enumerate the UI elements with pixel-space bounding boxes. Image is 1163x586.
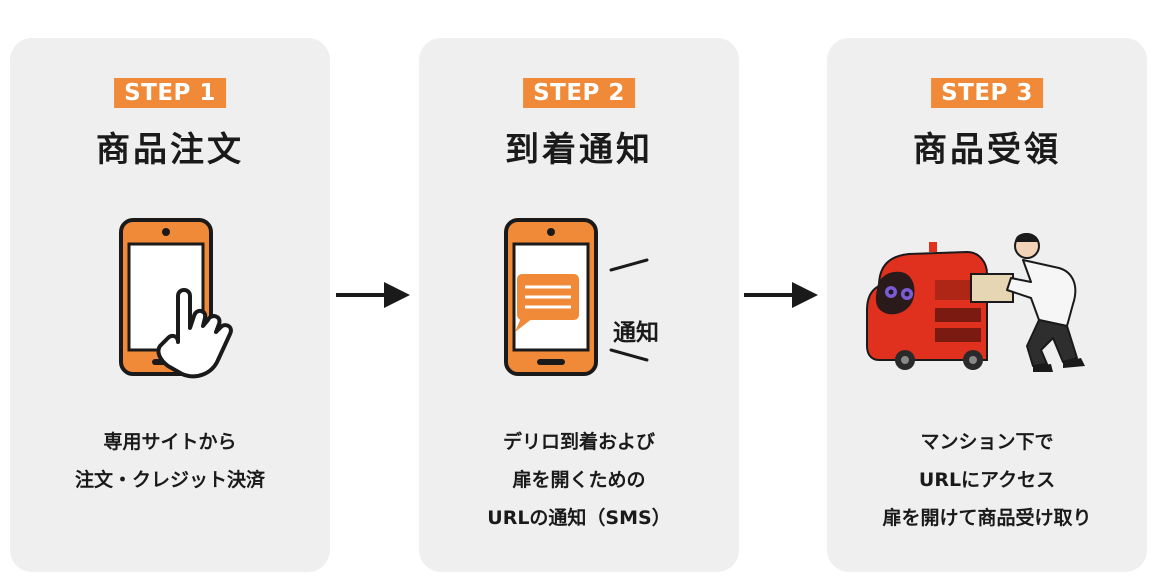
- description-line: 注文・クレジット決済: [74, 469, 265, 491]
- step-badge-1: STEP 1: [114, 78, 226, 108]
- description-line: マンション下で: [920, 431, 1054, 453]
- step-description-2: デリロ到着および 扉を開くための URLの通知（SMS）: [419, 423, 739, 537]
- description-line: URLにアクセス: [918, 469, 1056, 491]
- step-badge-2: STEP 2: [523, 78, 635, 108]
- step-card-3: STEP 3 商品受領: [827, 38, 1147, 572]
- description-line: 扉を開けて商品受け取り: [882, 507, 1092, 529]
- notification-label: 通知: [613, 319, 659, 346]
- step-title-2: 到着通知: [505, 130, 653, 170]
- step-badge-3: STEP 3: [931, 78, 1043, 108]
- description-line: デリロ到着および: [502, 431, 655, 453]
- step-title-3: 商品受領: [913, 130, 1061, 170]
- description-line: 扉を開くための: [512, 469, 646, 491]
- delivery-robot-person-icon: [827, 208, 1147, 388]
- step-description-3: マンション下で URLにアクセス 扉を開けて商品受け取り: [827, 423, 1147, 537]
- step-card-1: STEP 1 商品注文 専用サイトから 注文・クレジット決済: [10, 38, 330, 572]
- arrow-right-icon: [742, 280, 822, 310]
- smartphone-message-icon: 通知: [419, 208, 739, 388]
- step-description-1: 専用サイトから 注文・クレジット決済: [10, 423, 330, 499]
- step-card-2: STEP 2 到着通知 通知 デリロ到着および 扉を開くための URLの通知（S…: [419, 38, 739, 572]
- description-line: 専用サイトから: [103, 431, 237, 453]
- arrow-right-icon: [334, 280, 414, 310]
- description-line: URLの通知（SMS）: [487, 507, 671, 529]
- smartphone-tap-icon: [10, 208, 330, 388]
- step-title-1: 商品注文: [96, 130, 244, 170]
